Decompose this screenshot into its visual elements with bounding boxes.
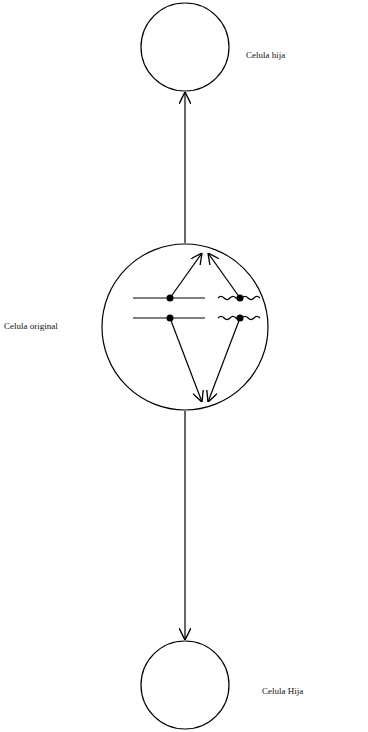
spindle-arrow <box>208 318 240 402</box>
spindle-arrow <box>170 253 202 298</box>
cell-circle: Celula hija <box>140 2 230 92</box>
cell-membrane <box>102 244 268 410</box>
division-arrow <box>184 92 185 243</box>
cell-membrane <box>141 3 229 91</box>
division-arrow <box>184 411 185 640</box>
cell-outline <box>101 243 269 411</box>
cell-label: Celula original <box>4 322 58 332</box>
cell-circle: Celula Hija <box>140 640 230 730</box>
cell-membrane <box>141 641 229 729</box>
spindle-arrow <box>208 253 240 298</box>
cell-label: Celula hija <box>246 51 285 61</box>
cell-outline <box>140 640 230 730</box>
centromere <box>167 295 174 302</box>
cell-label: Celula Hija <box>262 687 303 697</box>
centromere <box>237 295 244 302</box>
centromere <box>237 315 244 322</box>
cell-outline <box>140 2 230 92</box>
spindle-arrow <box>170 318 202 402</box>
centromere <box>167 315 174 322</box>
cell-circle: Celula original <box>101 243 269 411</box>
